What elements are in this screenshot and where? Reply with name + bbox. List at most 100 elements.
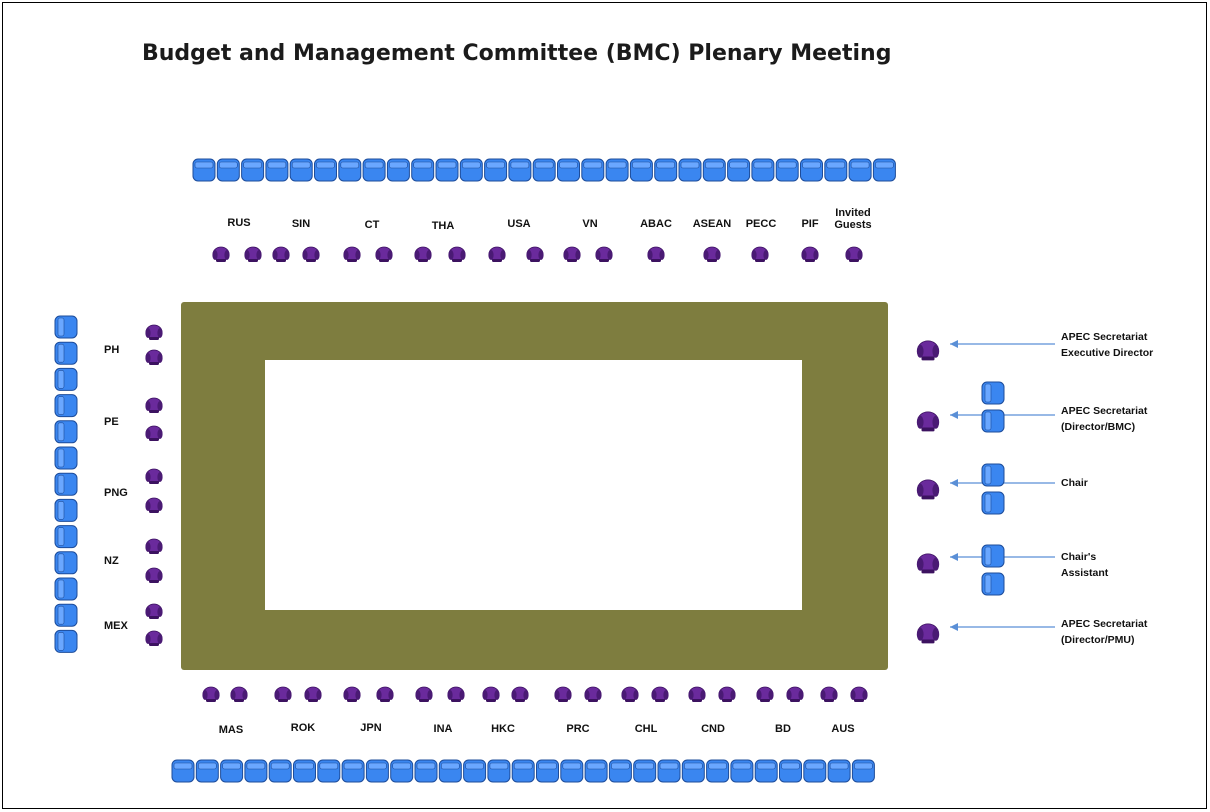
delegate-chair-top (212, 246, 230, 262)
delegation-label-jpn: JPN (360, 722, 382, 734)
back-row-chair-top (435, 158, 459, 182)
back-row-chair-bottom (560, 759, 584, 783)
delegation-label-usa: USA (507, 218, 531, 230)
back-row-chair-left (54, 420, 78, 444)
delegate-chair-top (526, 246, 544, 262)
delegation-label-vn: VN (582, 218, 598, 230)
back-row-chair-top (508, 158, 532, 182)
delegate-chair-top (414, 246, 432, 262)
delegate-chair-bottom (230, 686, 248, 702)
back-row-chair-bottom (827, 759, 851, 783)
back-row-chair-top (702, 158, 726, 182)
back-row-chair-bottom (730, 759, 754, 783)
back-row-chair-top (581, 158, 605, 182)
delegate-chair-bottom (688, 686, 706, 702)
back-row-chair-bottom (220, 759, 244, 783)
delegate-chair-left (145, 603, 163, 619)
delegate-chair-top (595, 246, 613, 262)
back-row-chair-top (727, 158, 751, 182)
delegation-label-png: PNG (104, 487, 128, 499)
delegation-label-tha: THA (431, 220, 455, 232)
back-row-chair-bottom (851, 759, 875, 783)
delegate-chair-top (751, 246, 769, 262)
back-row-chair-bottom (536, 759, 559, 783)
back-row-chair-left (54, 629, 78, 653)
delegate-chair-bottom (482, 686, 500, 702)
delegate-chair-bottom (584, 686, 602, 702)
back-row-chair-top (289, 158, 313, 182)
delegate-chair-left (145, 497, 163, 513)
delegate-chair-bottom (621, 686, 639, 702)
delegation-label-abac: ABAC (640, 218, 672, 230)
role-arrow-head (950, 479, 958, 487)
delegate-chair-left (145, 425, 163, 441)
back-row-chair-top (484, 158, 508, 182)
back-row-chair-left (54, 525, 78, 549)
delegate-chair-left (145, 324, 163, 340)
delegate-chair-top (703, 246, 721, 262)
delegation-label-chl: CHL (634, 723, 658, 735)
back-row-chair-left (54, 341, 78, 365)
back-chair-right (981, 544, 1005, 568)
delegate-chair-right (916, 411, 940, 432)
delegate-chair-left (145, 630, 163, 646)
role-label-chair: Chair (1061, 477, 1088, 489)
back-row-chair-bottom (317, 759, 341, 783)
back-row-chair-top (314, 158, 337, 182)
delegate-chair-top (563, 246, 581, 262)
back-row-chair-left (54, 577, 78, 601)
back-row-chair-bottom (681, 759, 705, 783)
delegate-chair-bottom (415, 686, 433, 702)
delegate-chair-bottom (343, 686, 361, 702)
back-chair-right (981, 409, 1005, 433)
back-row-chair-top (532, 158, 556, 182)
back-row-chair-bottom (341, 759, 365, 783)
delegation-label-invited-guests: Invited Guests (834, 207, 872, 231)
back-row-chair-top (848, 158, 872, 182)
back-row-chair-bottom (754, 759, 778, 783)
back-row-chair-top (800, 158, 823, 182)
delegation-label-pif: PIF (801, 218, 819, 230)
delegate-chair-top (272, 246, 290, 262)
back-row-chair-left (54, 394, 78, 418)
back-row-chair-top (338, 158, 362, 182)
delegate-chair-top (801, 246, 819, 262)
delegation-label-pe: PE (104, 416, 119, 428)
role-label-director-bmc: APEC Secretariat(Director/BMC) (1061, 405, 1148, 433)
conference-table-center (265, 360, 802, 610)
delegate-chair-top (647, 246, 665, 262)
back-row-chair-top (411, 158, 435, 182)
delegate-chair-right (916, 479, 940, 500)
back-row-chair-bottom (706, 759, 730, 783)
back-row-chair-top (654, 158, 678, 182)
back-row-chair-top (362, 158, 386, 182)
back-row-chair-bottom (293, 759, 316, 783)
back-row-chair-bottom (779, 759, 802, 783)
back-row-chair-bottom (608, 759, 632, 783)
back-row-chair-top (557, 158, 580, 182)
delegate-chair-top (302, 246, 320, 262)
back-row-chair-left (54, 446, 78, 470)
back-row-chair-bottom (463, 759, 487, 783)
delegation-label-sin: SIN (291, 218, 311, 230)
delegation-label-ct: CT (364, 219, 380, 231)
delegate-chair-top (244, 246, 262, 262)
back-row-chair-bottom (268, 759, 292, 783)
delegate-chair-right (916, 340, 940, 361)
delegate-chair-right (916, 553, 940, 574)
role-arrow-head (950, 340, 958, 348)
delegation-label-asean: ASEAN (692, 218, 732, 230)
back-row-chair-bottom (511, 759, 535, 783)
delegate-chair-top (488, 246, 506, 262)
back-row-chair-left (54, 498, 78, 522)
back-row-chair-bottom (390, 759, 414, 783)
delegation-label-pecc: PECC (745, 218, 777, 230)
back-chair-right (981, 381, 1005, 405)
role-arrow-head (950, 623, 958, 631)
delegate-chair-bottom (850, 686, 868, 702)
delegation-label-rok: ROK (290, 722, 316, 734)
delegate-chair-top (343, 246, 361, 262)
